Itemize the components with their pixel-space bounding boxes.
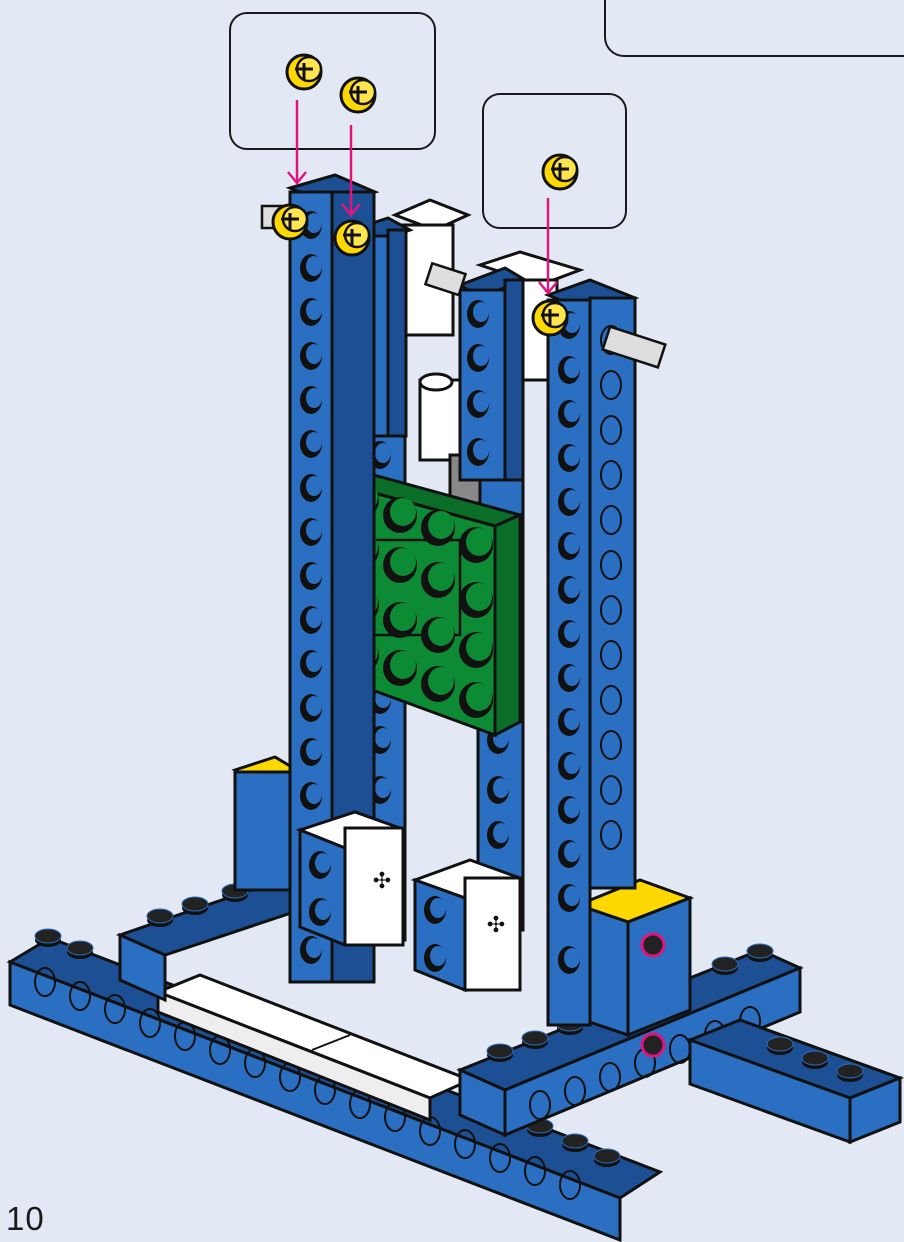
page-number: 10 xyxy=(6,1200,45,1238)
beam-mid-right xyxy=(460,268,525,480)
white-brick-lower-right: ✣ xyxy=(415,860,520,990)
yellow-pin-icon xyxy=(287,55,321,89)
svg-text:✣: ✣ xyxy=(373,868,391,893)
svg-text:✣: ✣ xyxy=(487,912,505,937)
yellow-pin-icon xyxy=(341,78,375,112)
yellow-pin-installed-3 xyxy=(533,301,567,335)
yellow-pin-icon xyxy=(543,155,577,189)
yellow-pin-installed-1 xyxy=(273,205,307,239)
white-brick-lower-left: ✣ xyxy=(300,812,403,945)
yellow-pin-installed-2 xyxy=(335,221,369,255)
base-beam-back-right xyxy=(690,1020,900,1142)
